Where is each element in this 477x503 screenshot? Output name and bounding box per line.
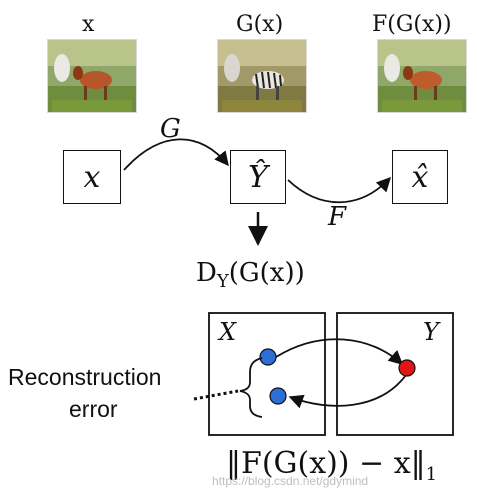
generated-zebra-image [218,40,306,112]
arrow-f-label: F [328,202,347,232]
forward-mapping-arrow [275,338,404,365]
red-dot-translated [398,359,416,377]
g-mapping-arrow [123,138,229,171]
arrow-g-label: G [160,114,181,144]
node-x: x [63,150,121,204]
caption-fgx: F(G(x)) [372,12,452,37]
input-horse-image [48,40,136,112]
domain-x-label: X [219,318,237,346]
discriminator-label: DY(G(x)) [196,258,305,292]
domain-x-box [208,312,326,436]
discriminator-subscript: Y [216,271,229,293]
discriminator-base: D [196,258,217,288]
cycle-loss-formula: ‖F(G(x)) − x‖1 [226,446,437,485]
blue-dot-original [259,348,277,366]
backward-mapping-arrow [288,374,407,409]
reconstruction-label-line1: Reconstruction [8,364,162,390]
domain-y-label: Y [423,318,439,346]
caption-x: x [82,12,95,37]
reconstruction-dotted-line [193,389,239,401]
loss-subscript: 1 [425,464,438,485]
discriminator-argument: (G(x)) [228,258,305,288]
blue-dot-reconstructed [269,387,287,405]
caption-gx: G(x) [236,12,284,37]
node-y-hat: Ŷ [230,150,286,204]
f-mapping-arrow [287,176,391,204]
node-x-hat: x̂ [392,150,448,204]
loss-expression: ‖F(G(x)) − x‖ [226,446,426,481]
reconstructed-horse-image [378,40,466,112]
domain-y-box [336,312,454,436]
watermark: https://blog.csdn.net/gdymind [212,474,369,488]
reconstruction-brace [239,357,263,418]
reconstruction-label-line2: error [69,396,118,422]
